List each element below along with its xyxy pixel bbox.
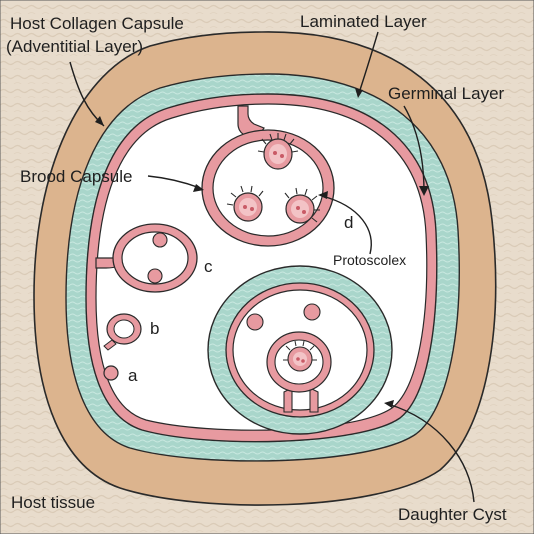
bud-c-bottom [147,268,163,284]
label-stage-b: b [150,319,159,338]
label-laminated-layer: Laminated Layer [300,12,427,31]
label-stage-d: d [344,213,353,232]
label-stage-a: a [128,366,138,385]
label-adventitial-layer: (Adventitial Layer) [6,37,143,56]
protoscolex-4 [283,340,317,372]
arrow-daughter-cyst [387,403,475,503]
label-host-collagen-capsule: Host Collagen Capsule [10,14,184,33]
protoscolex-3 [284,187,320,224]
label-stage-c: c [204,257,213,276]
arrow-germinal [403,105,425,193]
label-host-tissue: Host tissue [11,493,95,512]
daughter-cyst-bud-top [303,303,321,321]
label-germinal-layer: Germinal Layer [388,84,505,103]
protoscolex-2 [226,185,264,222]
label-daughter-cyst: Daughter Cyst [398,505,507,524]
leader-lines [69,31,475,503]
bud-c-top [152,232,168,248]
brood-capsule-a [103,365,119,381]
protoscolex-1 [257,133,299,170]
daughter-cyst-bud-left [246,313,264,331]
arrow-protoscolex [321,195,372,255]
label-brood-capsule: Brood Capsule [20,167,132,186]
label-protoscolex: Protoscolex [333,252,406,268]
